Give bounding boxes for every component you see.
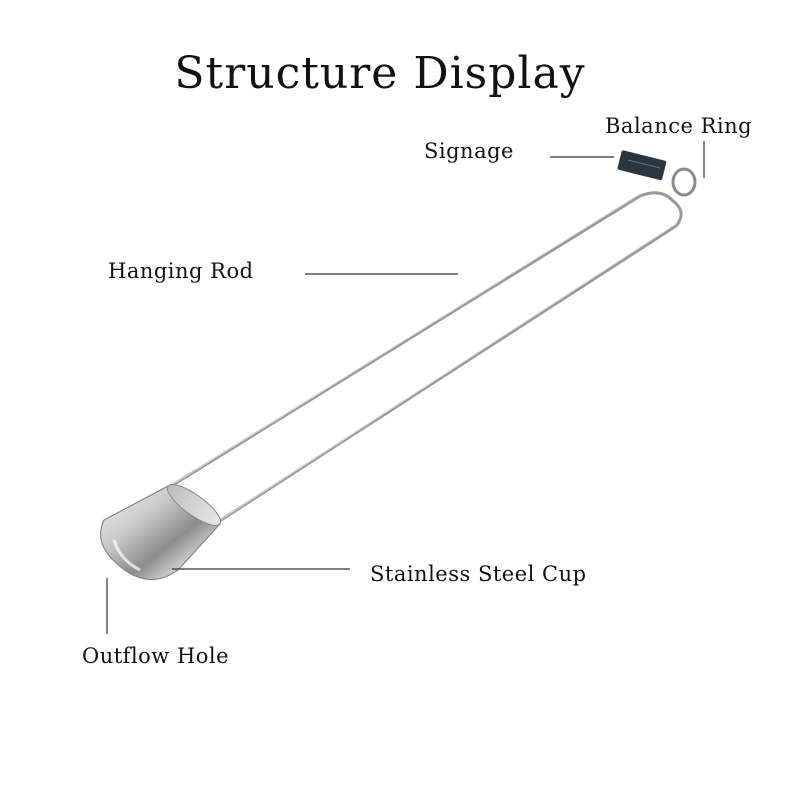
- signage-label: Signage: [424, 139, 514, 163]
- page-title: Structure Display: [174, 48, 586, 99]
- stainless-steel-cup: [100, 484, 222, 580]
- outflow-hole-label: Outflow Hole: [82, 644, 230, 668]
- hanging-rod: [166, 191, 683, 524]
- stainless-steel-cup-label: Stainless Steel Cup: [370, 562, 587, 586]
- balance-ring-label: Balance Ring: [605, 114, 753, 138]
- hanging-rod-label: Hanging Rod: [108, 259, 254, 283]
- balance-ring: [671, 167, 697, 197]
- signage-tag: [617, 150, 667, 181]
